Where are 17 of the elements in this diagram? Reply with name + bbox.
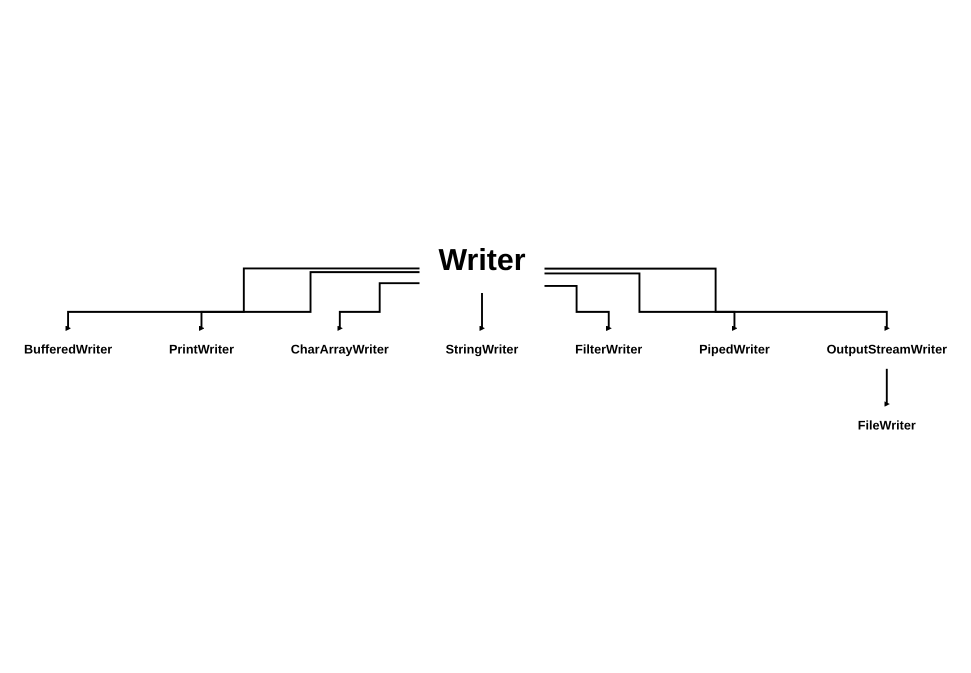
node-text: FileWriter <box>858 418 916 432</box>
node-text: FilterWriter <box>575 342 642 357</box>
arrow <box>544 284 612 332</box>
node-text: Writer <box>438 244 526 278</box>
arrow <box>884 368 890 407</box>
arrow <box>198 271 420 332</box>
arrow <box>544 268 890 332</box>
arrow <box>337 282 420 332</box>
node-text: PrintWriter <box>168 342 234 357</box>
node-text: StringWriter <box>446 342 518 357</box>
node-text: OutputStreamWriter <box>826 342 948 357</box>
node-text: PipedWriter <box>699 342 770 357</box>
arrow <box>479 292 485 332</box>
arrow <box>65 268 420 332</box>
node-text: BufferedWriter <box>24 342 112 357</box>
node-text: CharArrayWriter <box>290 342 389 357</box>
arrow <box>544 272 738 332</box>
